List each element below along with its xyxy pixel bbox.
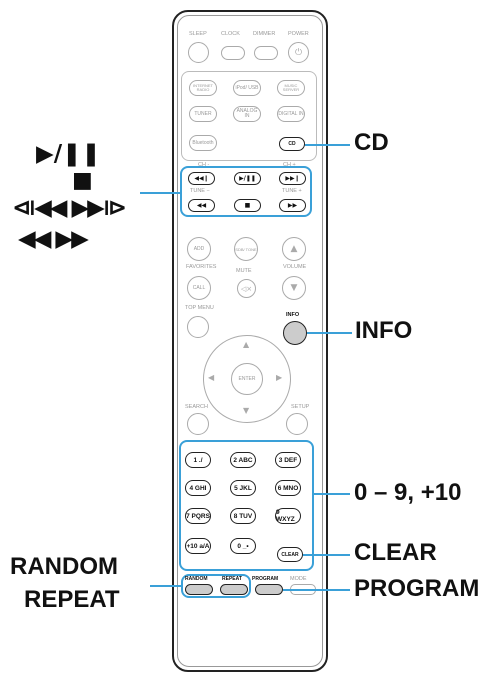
add-button[interactable]: ADD: [187, 237, 211, 261]
digit-2-button[interactable]: 2 ABC: [230, 452, 256, 468]
transport-highlight: [180, 166, 312, 217]
random-callout: RANDOM: [10, 553, 118, 580]
rewind-button[interactable]: ◀◀: [188, 199, 215, 212]
cd-callout: CD: [354, 129, 389, 156]
mode-label: MODE: [290, 576, 307, 582]
clear-callout-line: [303, 554, 350, 556]
dpad-ring: [203, 335, 291, 423]
digit-4-button[interactable]: 4 GHI: [185, 480, 211, 496]
transport-callout-line: [140, 192, 180, 194]
repeat-callout: REPEAT: [24, 586, 120, 613]
dimmer-button[interactable]: [254, 46, 278, 60]
digits-callout: 0 – 9, +10: [354, 479, 462, 506]
digit-8-button[interactable]: 8 TUV: [230, 508, 256, 524]
digit-1-button[interactable]: 1 ./: [185, 452, 211, 468]
power-button[interactable]: ⏻: [288, 42, 309, 63]
digit-3-button[interactable]: 3 DEF: [275, 452, 301, 468]
cd-button[interactable]: CD: [279, 137, 305, 151]
ch-plus-label: CH +: [283, 162, 296, 168]
clock-label: CLOCK: [221, 31, 240, 37]
digits-callout-line: [313, 493, 350, 495]
ipod-usb-button[interactable]: iPod/ USB: [233, 80, 261, 96]
volume-up-button[interactable]: ▲: [282, 237, 306, 261]
mute-button[interactable]: ◁×: [237, 279, 256, 298]
setup-label: SETUP: [291, 404, 310, 410]
program-callout-line: [283, 589, 350, 591]
repeat-button[interactable]: [220, 584, 248, 595]
program-button[interactable]: [255, 584, 283, 595]
cd-callout-line: [305, 144, 350, 146]
skip-callout: ⧏◀◀ ▶▶⧐: [12, 195, 127, 221]
bluetooth-button[interactable]: Bluetooth: [189, 135, 217, 151]
skip-back-button[interactable]: ◀◀❙: [188, 172, 215, 185]
stop-button[interactable]: ■: [234, 199, 261, 212]
music-server-button[interactable]: MUSIC SERVER: [277, 80, 305, 96]
volume-label: VOLUME: [283, 264, 307, 270]
tune-plus-label: TUNE +: [282, 188, 302, 194]
favorites-label: FAVORITES: [186, 264, 217, 270]
digit-7-button[interactable]: 7 PQRS: [185, 508, 211, 524]
remote-inner-outline: [177, 15, 323, 667]
volume-down-button[interactable]: ▼: [282, 276, 306, 300]
random-repeat-callout-line: [150, 585, 181, 587]
analog-in-button[interactable]: ANALOG IN: [233, 106, 261, 122]
play-pause-button[interactable]: ▶/❚❚: [234, 172, 261, 185]
repeat-label: REPEAT: [222, 576, 242, 582]
digit-6-button[interactable]: 6 MNO: [275, 480, 301, 496]
play-pause-callout: ▶/❚❚: [36, 141, 101, 167]
digit-5-button[interactable]: 5 JKL: [230, 480, 256, 496]
info-button[interactable]: [283, 321, 307, 345]
top-menu-button[interactable]: [187, 316, 209, 338]
fast-forward-button[interactable]: ▶▶: [279, 199, 306, 212]
dpad-down-icon[interactable]: ▼: [243, 406, 250, 415]
triangle-down-icon: ▼: [290, 283, 298, 293]
mute-label: MUTE: [236, 268, 252, 274]
power-icon: ⏻: [294, 47, 303, 58]
tuner-button[interactable]: TUNER: [189, 106, 217, 122]
power-label: POWER: [288, 31, 309, 37]
enter-button[interactable]: ENTER: [231, 363, 263, 395]
random-repeat-highlight: [181, 574, 251, 598]
sdb-tone-button[interactable]: SDB/ TONE: [234, 237, 258, 261]
mute-icon: ◁×: [240, 284, 253, 293]
search-button[interactable]: [187, 413, 209, 435]
internet-radio-button[interactable]: INTERNET RADIO: [189, 80, 217, 96]
clear-callout: CLEAR: [354, 539, 437, 566]
dimmer-label: DIMMER: [253, 31, 276, 37]
clock-button[interactable]: [221, 46, 245, 60]
dpad-left-icon[interactable]: ◀: [208, 373, 215, 382]
skip-forward-button[interactable]: ▶▶❙: [279, 172, 306, 185]
setup-button[interactable]: [286, 413, 308, 435]
seek-callout: ◀◀ ▶▶: [18, 226, 89, 252]
info-callout-line: [307, 332, 352, 334]
program-label: PROGRAM: [252, 576, 279, 582]
info-callout: INFO: [355, 317, 413, 344]
keypad-highlight: [179, 440, 314, 571]
tune-minus-label: TUNE −: [190, 188, 210, 194]
search-label: SEARCH: [185, 404, 208, 410]
stop-callout: ■: [72, 168, 93, 193]
info-label: INFO: [286, 312, 300, 318]
clear-button[interactable]: CLEAR: [277, 547, 303, 562]
triangle-up-icon: ▲: [290, 244, 298, 254]
call-button[interactable]: CALL: [187, 276, 211, 300]
source-panel: [181, 71, 317, 161]
digit-9-button[interactable]: 9 WXYZ: [275, 508, 301, 524]
sleep-button[interactable]: [188, 42, 209, 63]
digit-0-button[interactable]: 0 _•: [230, 538, 256, 554]
random-label: RANDOM: [185, 576, 208, 582]
top-menu-label: TOP MENU: [185, 305, 214, 311]
ch-minus-label: CH -: [198, 162, 210, 168]
random-button[interactable]: [185, 584, 213, 595]
digital-in-button[interactable]: DIGITAL IN: [277, 106, 305, 122]
dpad-right-icon[interactable]: ▶: [276, 373, 283, 382]
dpad-up-icon[interactable]: ▲: [243, 340, 250, 349]
program-callout: PROGRAM: [354, 575, 480, 602]
sleep-label: SLEEP: [189, 31, 207, 37]
plus10-button[interactable]: +10 a/A: [185, 538, 211, 554]
